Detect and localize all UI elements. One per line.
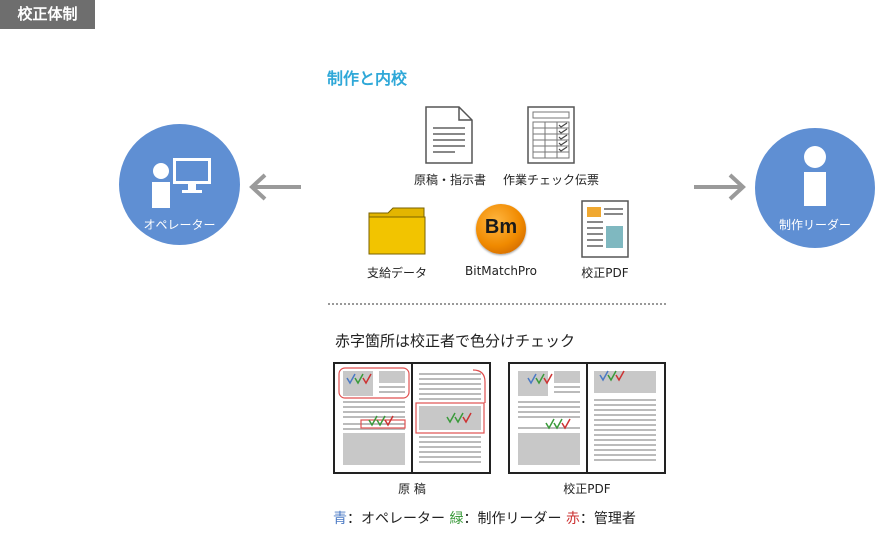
- pdf-icon: [581, 200, 629, 258]
- proof-spread-figure: [508, 362, 666, 474]
- legend-red-key: 赤: [565, 511, 580, 527]
- legend-blue-value: ：オペレーター: [347, 511, 445, 527]
- proof-pdf-label: 校正PDF: [581, 266, 629, 280]
- section-tag: 校正体制: [0, 0, 95, 29]
- divider: [328, 303, 666, 305]
- operator-label: オペレーター: [143, 218, 216, 232]
- bitmatch-logo-icon: Bm: [476, 204, 526, 254]
- color-legend: 青：オペレーター 緑：制作リーダー 赤：管理者: [333, 508, 636, 528]
- operator-circle: オペレーター: [119, 124, 240, 245]
- legend-green-key: 緑: [449, 511, 464, 527]
- legend-blue-key: 青: [333, 511, 347, 527]
- bitmatch-logo-text: Bm: [484, 216, 518, 238]
- legend-green-value: ：制作リーダー: [463, 511, 562, 527]
- document-icon: [425, 106, 473, 164]
- folder-icon: [368, 207, 426, 255]
- leader-icon: [804, 146, 826, 206]
- checklist-icon: [527, 106, 575, 164]
- leader-circle: 制作リーダー: [755, 128, 875, 248]
- manuscript-caption: 原 稿: [398, 482, 426, 496]
- bitmatch-label: BitMatchPro: [465, 264, 537, 278]
- arrow-right-icon: [694, 173, 746, 201]
- proof-caption: 校正PDF: [563, 482, 611, 496]
- work-slip-label: 作業チェック伝票: [502, 173, 599, 187]
- leader-label: 制作リーダー: [778, 218, 851, 232]
- legend-red-value: ：管理者: [579, 511, 636, 527]
- manuscript-spread-figure: [333, 362, 491, 474]
- supplied-data-label: 支給データ: [366, 266, 427, 280]
- operator-icon: [152, 158, 211, 208]
- arrow-left-icon: [249, 173, 301, 201]
- section-title: 制作と内校: [327, 69, 408, 88]
- manuscript-label: 原稿・指示書: [413, 173, 486, 187]
- check-subtitle: 赤字箇所は校正者で色分けチェック: [335, 332, 576, 350]
